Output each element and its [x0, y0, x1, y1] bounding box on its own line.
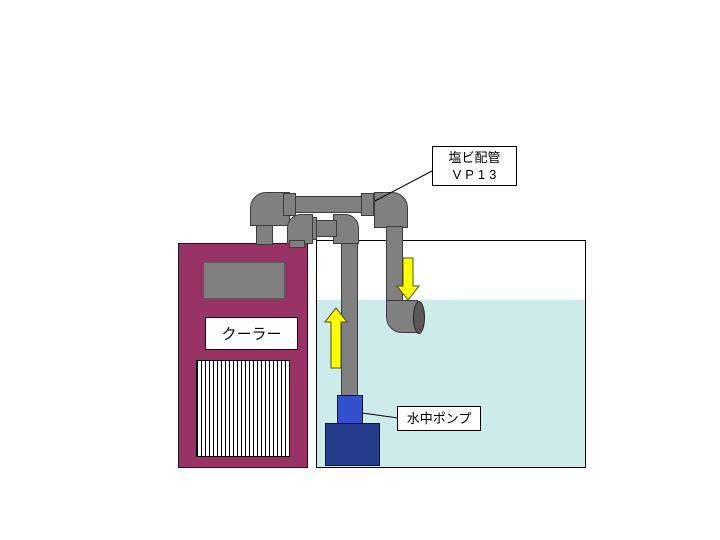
pipe-suction-elbow-left — [287, 214, 313, 244]
cooler-unit: クーラー — [178, 243, 308, 468]
pipe-suction-cooler-stub — [289, 240, 305, 248]
pipe-label-line2: VP13 — [452, 167, 501, 182]
pipe-outlet-opening — [413, 301, 425, 334]
cooler-label-box: クーラー — [205, 317, 298, 350]
pump-label-text: 水中ポンプ — [406, 411, 472, 426]
pump-label-box: 水中ポンプ — [397, 406, 481, 431]
cooler-grille — [196, 360, 290, 457]
pipe-label-line1: 塩ビ配管 — [448, 150, 501, 165]
pipe-suction-riser — [341, 238, 358, 398]
pipe-label-box: 塩ビ配管 VP13 — [432, 146, 517, 186]
pipe-return-elbow-top-right — [374, 192, 408, 228]
pipe-coupling-right — [361, 193, 374, 216]
pump-inlet-pipe — [337, 395, 363, 426]
cooler-display-panel — [203, 262, 285, 299]
cooler-label-text: クーラー — [221, 326, 282, 343]
pipe-return-downpipe — [386, 226, 403, 304]
submersible-pump — [325, 423, 380, 466]
pipe-coupling-left — [283, 193, 296, 216]
